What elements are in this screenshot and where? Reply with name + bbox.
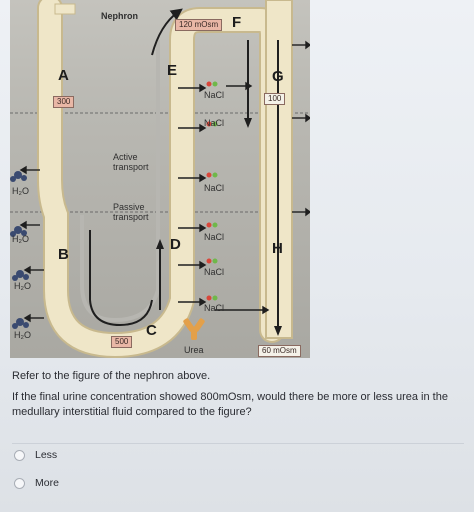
nephron-figure: Nephron A B C D E F G H 120 mOsm 300 100… [10,0,310,358]
badge-100: 100 [264,93,286,105]
nacl-label: NaCl [204,303,225,313]
option-more[interactable]: More [14,477,59,489]
question-text: If the final urine concentration showed … [12,391,448,418]
urea-icon [183,318,205,340]
h2o-label: H₂O [12,186,29,196]
h2o-label: H₂O [12,234,29,244]
label-f: F [232,14,242,31]
option-less-label: Less [35,449,58,461]
label-g: G [272,68,284,85]
h2o-label: H₂O [14,330,31,340]
nacl-label: NaCl [204,118,225,128]
option-more-label: More [35,477,59,489]
nacl-label: NaCl [204,90,225,100]
option-less[interactable]: Less [14,449,57,461]
tubule [39,0,283,357]
h2o-label: H₂O [14,281,31,291]
divider [12,443,464,444]
nephron-diagram [10,0,310,358]
label-e: E [167,62,178,79]
label-d: D [170,236,181,253]
figure-title: Nephron [101,11,138,21]
label-h: H [272,240,283,257]
passive-transport-label: Passive transport [113,202,149,222]
nacl-label: NaCl [204,232,225,242]
badge-60: 60 mOsm [258,345,301,357]
label-c: C [146,322,157,339]
badge-300: 300 [53,96,75,108]
radio-more[interactable] [14,477,25,489]
badge-120: 120 mOsm [175,19,223,31]
water-icon [10,171,29,329]
radio-less[interactable] [14,449,25,461]
label-b: B [58,246,69,263]
nacl-label: NaCl [204,267,225,277]
label-a: A [58,67,69,84]
figure-instruction: Refer to the figure of the nephron above… [12,370,211,382]
badge-500: 500 [111,336,133,348]
urea-label: Urea [184,345,204,355]
nacl-label: NaCl [204,183,225,193]
active-transport-label: Active transport [113,152,149,172]
